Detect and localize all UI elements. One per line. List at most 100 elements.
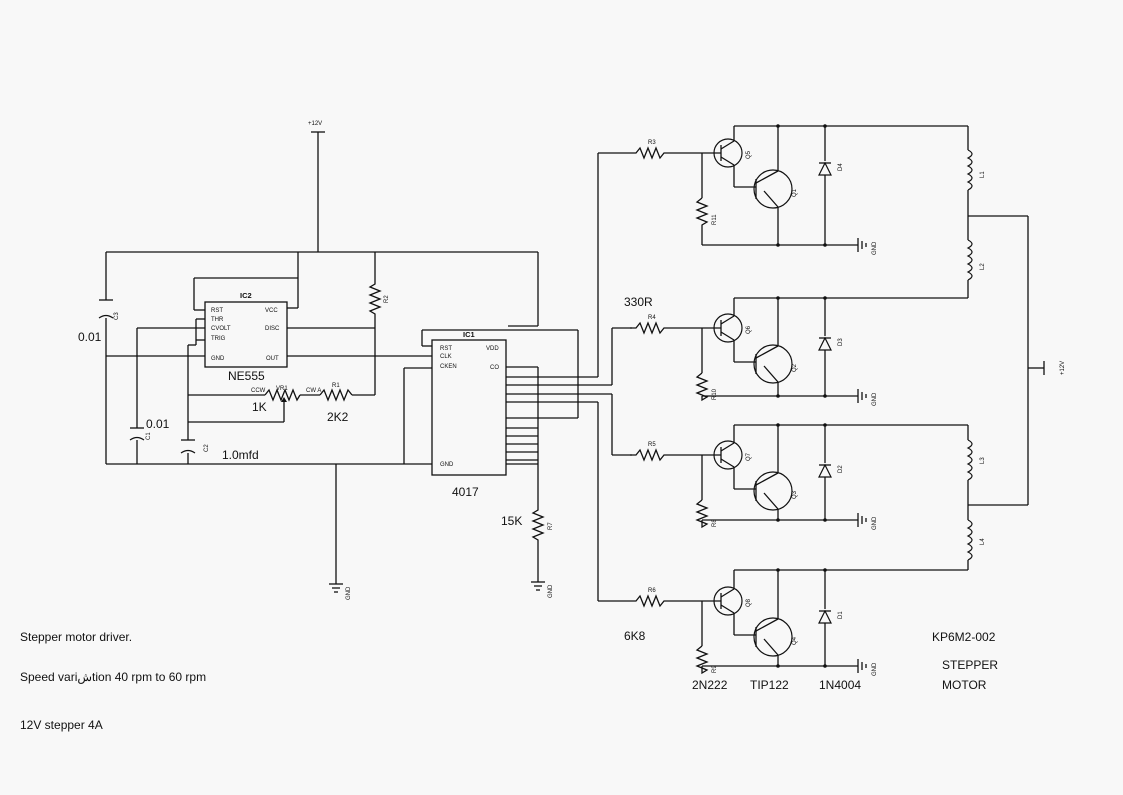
v12-top-label: +12V xyxy=(308,121,322,127)
svg-text:1N4004: 1N4004 xyxy=(819,678,861,692)
svg-text:CLK: CLK xyxy=(440,354,452,360)
svg-text:RST: RST xyxy=(440,346,452,352)
svg-text:CCW: CCW xyxy=(251,388,266,394)
svg-text:VDD: VDD xyxy=(486,346,499,352)
svg-text:R9: R9 xyxy=(712,665,718,673)
svg-text:CW A: CW A xyxy=(306,388,321,394)
svg-text:330R: 330R xyxy=(624,295,653,309)
svg-text:IC1: IC1 xyxy=(463,330,475,339)
svg-text:GND: GND xyxy=(872,241,878,255)
ic2-label: IC2 xyxy=(240,291,252,300)
stepper-motor-line2: MOTOR xyxy=(942,678,987,692)
svg-text:L4: L4 xyxy=(980,538,986,545)
svg-text:2K2: 2K2 xyxy=(327,410,349,424)
pin-out: OUT xyxy=(266,356,279,362)
svg-text:C3: C3 xyxy=(114,312,120,320)
svg-text:Q4: Q4 xyxy=(792,636,798,645)
svg-text:GND: GND xyxy=(872,662,878,676)
r5-label: R5 xyxy=(648,442,656,448)
svg-text:CKEN: CKEN xyxy=(440,364,457,370)
svg-text:2N222: 2N222 xyxy=(692,678,728,692)
svg-text:GND: GND xyxy=(548,584,554,598)
r6-label: R6 xyxy=(648,588,656,594)
c3-capacitor: C3 xyxy=(98,299,120,320)
svg-text:4017: 4017 xyxy=(452,485,479,499)
r3-label: R3 xyxy=(648,140,656,146)
ground-symbol: GND xyxy=(329,583,352,600)
title-note: Stepper motor driver. xyxy=(20,630,133,644)
svg-text:6K8: 6K8 xyxy=(624,629,646,643)
pin-gnd: GND xyxy=(211,356,225,362)
r4-label: R4 xyxy=(648,315,656,321)
svg-text:D2: D2 xyxy=(838,465,844,473)
vr1-potentiometer: VR1 CCW CW A xyxy=(251,386,321,406)
ne555-wires xyxy=(106,307,432,464)
svg-text:GND: GND xyxy=(346,586,352,600)
pin-cvolt: CVOLT xyxy=(211,326,231,332)
ic2-ne555: IC2 NE555 RST THR CVOLT TRIG GND VCC DIS… xyxy=(204,291,288,383)
pin-trig: TRIG xyxy=(211,336,226,342)
svg-text:L2: L2 xyxy=(980,263,986,270)
svg-text:Q1: Q1 xyxy=(792,188,798,197)
pin-rst: RST xyxy=(211,308,223,314)
svg-text:VR1: VR1 xyxy=(276,386,288,392)
svg-text:1.0mfd: 1.0mfd xyxy=(222,448,259,462)
svg-text:Q7: Q7 xyxy=(746,452,752,461)
ground-symbol: GND xyxy=(531,581,554,598)
svg-text:D1: D1 xyxy=(838,611,844,619)
svg-text:Q2: Q2 xyxy=(792,363,798,372)
svg-text:GND: GND xyxy=(872,392,878,406)
svg-text:D4: D4 xyxy=(838,163,844,171)
v12-right-label: +12V xyxy=(1060,361,1066,375)
svg-text:Q3: Q3 xyxy=(792,490,798,499)
svg-text:R2: R2 xyxy=(384,295,390,303)
svg-text:0.01: 0.01 xyxy=(78,330,102,344)
svg-text:1K: 1K xyxy=(252,400,267,414)
supply-labels: +12V +12V xyxy=(308,121,1066,375)
c1-capacitor: C1 xyxy=(129,427,152,441)
svg-text:Q8: Q8 xyxy=(746,598,752,607)
stepper-motor-line1: STEPPER xyxy=(942,658,999,672)
pin-thr: THR xyxy=(211,317,224,323)
svg-text:L1: L1 xyxy=(980,171,986,178)
svg-text:CO: CO xyxy=(490,365,499,371)
svg-text:0.01: 0.01 xyxy=(146,417,170,431)
ne555-label: NE555 xyxy=(228,369,265,383)
svg-text:15K: 15K xyxy=(501,514,522,528)
svg-text:R8: R8 xyxy=(712,519,718,527)
ic1-wires xyxy=(421,152,632,602)
value-labels: 0.01 0.01 1.0mfd 1K 2K2 15K 330R 6K8 2N2… xyxy=(78,295,861,692)
ground-symbol: GND xyxy=(857,389,878,406)
speed-note: Speed variشtion 40 rpm to 60 rpm xyxy=(20,670,207,684)
ground-symbol: GND xyxy=(857,513,878,530)
supply-rail-wires xyxy=(105,131,539,584)
r2-resistor: R2 xyxy=(368,278,390,318)
svg-text:R1: R1 xyxy=(332,383,340,389)
motor-coils: L1 L2 L3 L4 xyxy=(734,125,1045,571)
pin-disc: DISC xyxy=(265,326,280,332)
svg-text:GND: GND xyxy=(440,462,454,468)
svg-text:R10: R10 xyxy=(712,388,718,400)
ic1-4017: IC1 4017 RST CLK CKEN GND VDD CO xyxy=(431,330,507,499)
part-number: KP6M2-002 xyxy=(932,630,996,644)
svg-text:GND: GND xyxy=(872,516,878,530)
svg-text:L3: L3 xyxy=(980,457,986,464)
svg-text:C1: C1 xyxy=(146,432,152,440)
ground-symbol: GND xyxy=(857,659,878,676)
r1-resistor: R1 xyxy=(319,383,353,402)
c2-capacitor: C2 xyxy=(180,439,210,454)
svg-text:C2: C2 xyxy=(204,444,210,452)
svg-text:TIP122: TIP122 xyxy=(750,678,789,692)
svg-text:Q6: Q6 xyxy=(746,325,752,334)
pin-vcc: VCC xyxy=(265,308,278,314)
svg-text:Q5: Q5 xyxy=(746,150,752,159)
svg-text:D3: D3 xyxy=(838,338,844,346)
r7-resistor: R7 xyxy=(531,503,554,548)
ground-symbol: GND xyxy=(857,238,878,255)
stepper-note: 12V stepper 4A xyxy=(20,718,103,732)
